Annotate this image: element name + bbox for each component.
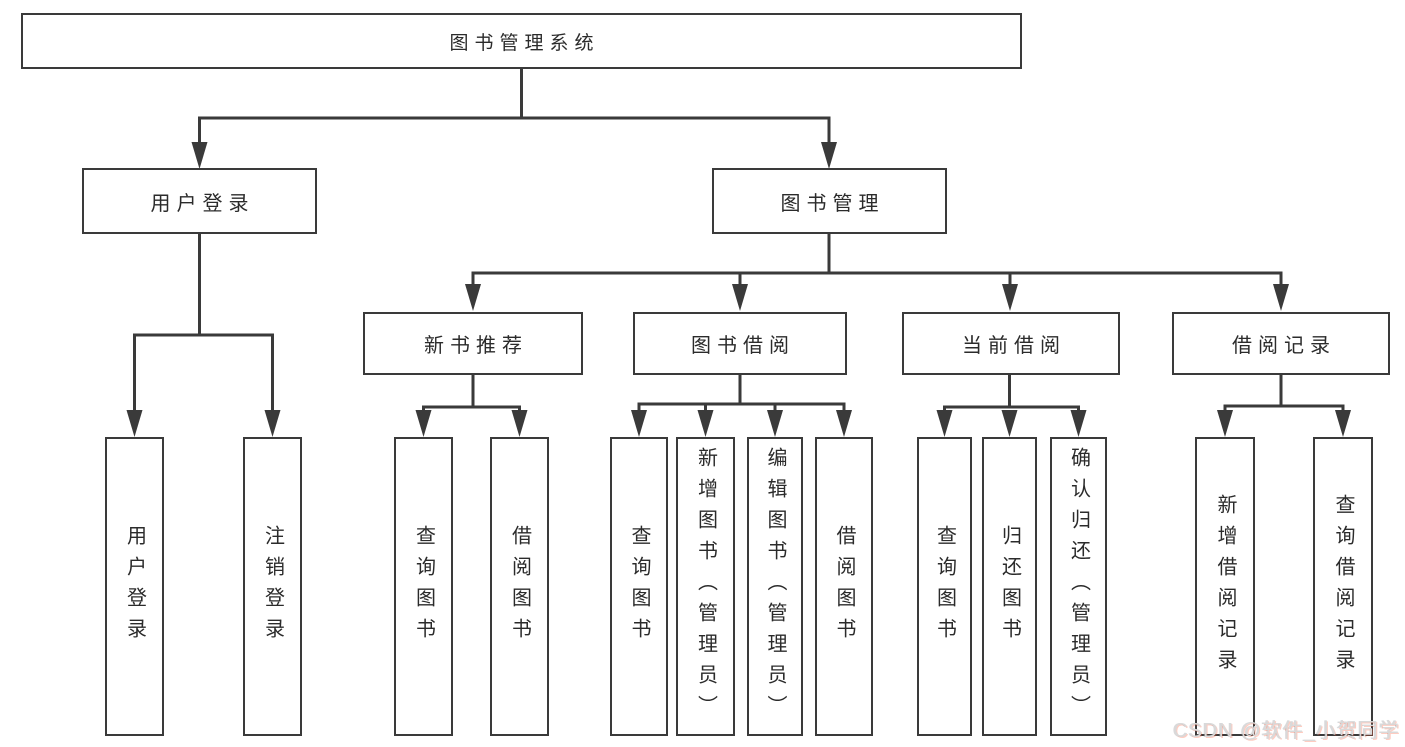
arrow-down-icon [936,410,953,437]
leaf-user-login-label: 用户登录 [123,524,146,649]
arrow-down-icon [264,410,281,437]
arrow-down-icon [631,410,647,437]
node-borrow-records-label: 借阅记录 [1232,335,1336,357]
leaf-query-books-borrow-label: 查询图书 [628,524,650,649]
arrow-down-icon [415,410,432,437]
leaf-user-login: 用户登录 [105,437,164,736]
leaf-query-books-recommend: 查询图书 [394,437,453,736]
leaf-add-book-admin-label: 新增图书（管理员） [694,447,717,726]
leaf-return-books-label: 归还图书 [998,524,1021,649]
watermark: CSDN @软件_小贺同学 [1173,720,1400,742]
node-borrow-records: 借阅记录 [1172,312,1390,375]
connector-user-login [133,231,274,414]
node-user-login-label: 用户登录 [150,192,255,215]
connector-current-borrow [943,372,1080,414]
node-current-borrow: 当前借阅 [902,312,1120,375]
leaf-add-book-admin: 新增图书（管理员） [676,437,735,736]
node-book-management: 图书管理 [712,168,947,234]
leaf-borrow-books-label: 借阅图书 [833,524,855,649]
connector-root [198,66,831,146]
node-new-book-recommend-label: 新书推荐 [424,335,528,357]
leaf-query-borrow-record: 查询借阅记录 [1313,437,1373,736]
node-user-login: 用户登录 [82,168,317,234]
connector-borrow-records [1223,372,1345,414]
arrow-down-icon [1002,284,1018,311]
leaf-query-books-borrow: 查询图书 [610,437,668,736]
arrow-down-icon [1217,410,1233,437]
node-root-label: 图书管理系统 [449,32,600,54]
leaf-logout-label: 注销登录 [261,524,284,649]
leaf-confirm-return-admin-label: 确认归还（管理员） [1067,447,1090,726]
node-book-management-label: 图书管理 [780,192,885,215]
node-new-book-recommend: 新书推荐 [363,312,583,375]
leaf-edit-book-admin-label: 编辑图书（管理员） [764,447,786,726]
leaf-confirm-return-admin: 确认归还（管理员） [1050,437,1107,736]
leaf-logout: 注销登录 [243,437,302,736]
arrow-down-icon [697,410,714,437]
leaf-edit-book-admin: 编辑图书（管理员） [747,437,803,736]
leaf-add-borrow-record: 新增借阅记录 [1195,437,1255,736]
leaf-add-borrow-record-label: 新增借阅记录 [1214,493,1236,680]
connector-book-borrow [637,372,846,414]
leaf-query-books-recommend-label: 查询图书 [412,524,435,649]
leaf-query-borrow-record-label: 查询借阅记录 [1332,493,1354,680]
arrow-down-icon [126,410,143,437]
leaf-borrow-books: 借阅图书 [815,437,873,736]
leaf-borrow-books-recommend: 借阅图书 [490,437,549,736]
leaf-return-books: 归还图书 [982,437,1037,736]
arrow-down-icon [511,410,528,437]
node-current-borrow-label: 当前借阅 [962,335,1066,357]
arrow-down-icon [191,142,208,169]
connector-book-management [471,231,1283,288]
arrow-down-icon [732,284,748,311]
leaf-query-books-current-label: 查询图书 [933,524,956,649]
arrow-down-icon [836,410,852,437]
arrow-down-icon [1070,410,1087,437]
leaf-query-books-current: 查询图书 [917,437,972,736]
arrow-down-icon [821,142,837,169]
arrow-down-icon [767,410,783,437]
leaf-borrow-books-recommend-label: 借阅图书 [508,524,531,649]
arrow-down-icon [1335,410,1351,437]
arrow-down-icon [465,284,481,311]
arrow-down-icon [1273,284,1289,311]
node-book-borrow-label: 图书借阅 [691,335,795,357]
connector-new-book-recommend [422,372,521,414]
node-book-borrow: 图书借阅 [633,312,847,375]
node-root: 图书管理系统 [21,13,1022,69]
arrow-down-icon [1001,410,1018,437]
